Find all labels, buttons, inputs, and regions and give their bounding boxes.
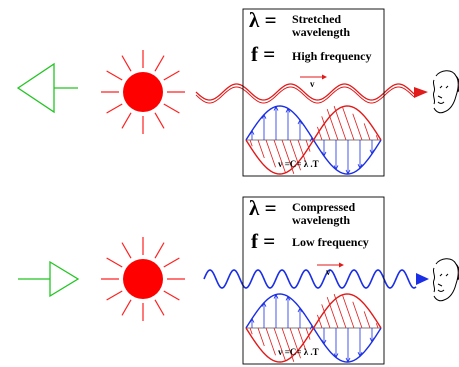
speed-formula: v =C= λ .T [278, 347, 319, 357]
face-icon [432, 70, 459, 114]
velocity-arrowhead-top [322, 74, 327, 80]
velocity-label: v [310, 79, 315, 89]
lambda-symbol: λ = [249, 8, 277, 32]
velocity-arrowhead-bottom [339, 262, 344, 268]
velocity-label: v [326, 267, 331, 277]
redshift-wave-arrowhead [414, 87, 428, 98]
top-row [16, 8, 459, 177]
redshift-wave-inner [195, 86, 415, 104]
star-burst-icon [101, 237, 185, 321]
redshift-wave [195, 83, 415, 101]
waves-panel-bottom [245, 293, 382, 363]
waves-panel-top [245, 105, 382, 175]
frequency-description: High frequency [292, 49, 372, 63]
triangle-arrow-left-icon [16, 62, 78, 114]
blueshift-wave-arrowhead [416, 273, 429, 285]
star-burst-icon [101, 50, 185, 134]
bottom-row [18, 196, 459, 365]
speed-formula: v =C= λ .T [278, 159, 319, 169]
lambda-description-line2: wavelength [292, 25, 350, 39]
lambda-description-line2: wavelength [292, 213, 350, 227]
frequency-description: Low frequency [292, 235, 369, 249]
info-panel-bottom [242, 196, 385, 365]
triangle-arrow-right-icon [18, 260, 80, 298]
blueshift-wave [203, 269, 417, 289]
lambda-description-line1: Stretched [292, 12, 342, 26]
info-panel-top [242, 8, 385, 177]
lambda-symbol: λ = [249, 196, 277, 220]
lambda-description-line1: Compressed [292, 200, 356, 214]
face-icon [432, 258, 459, 302]
frequency-symbol: f = [251, 42, 276, 66]
frequency-symbol: f = [251, 229, 276, 253]
